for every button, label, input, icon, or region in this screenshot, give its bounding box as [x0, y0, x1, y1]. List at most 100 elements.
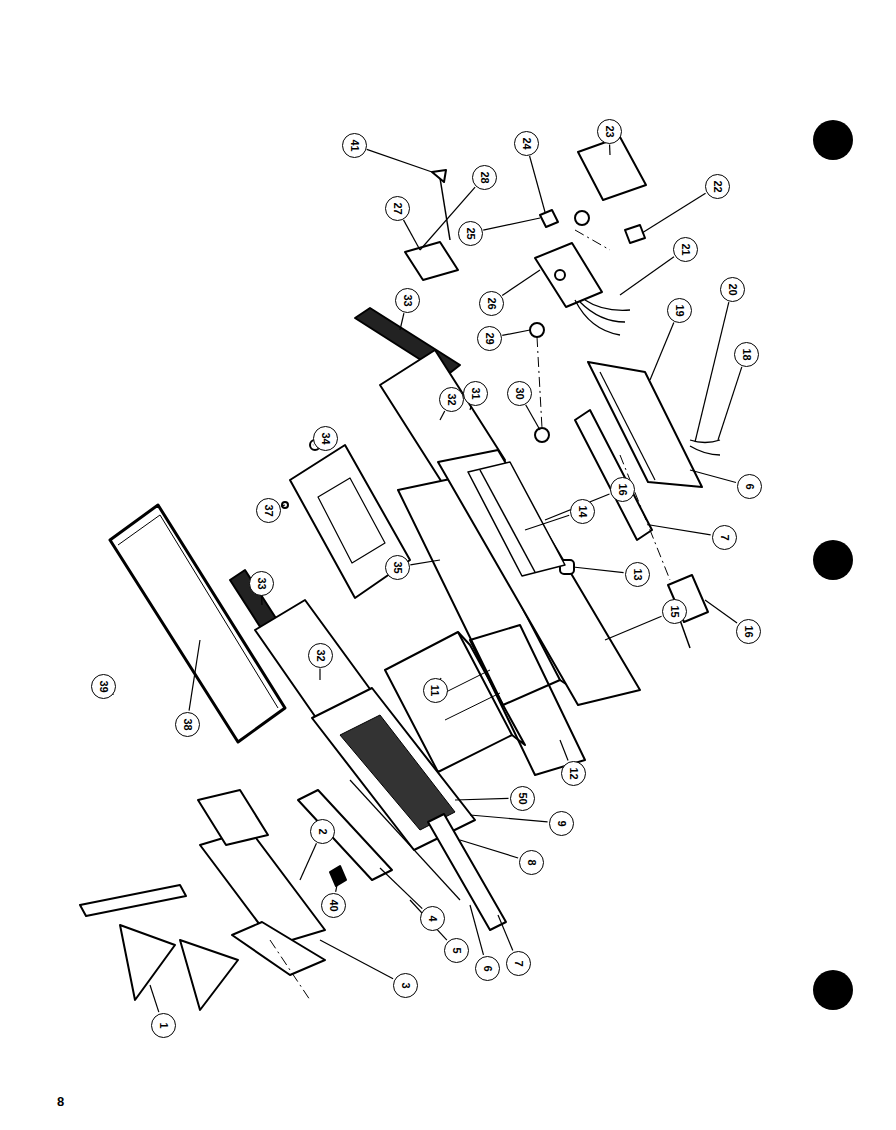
leader-line	[650, 525, 711, 535]
callout-number: 6	[744, 483, 755, 489]
callout-circle: 1	[151, 1013, 176, 1038]
callout-number: 18	[741, 348, 752, 360]
callout-number: 15	[669, 605, 680, 617]
leader-line	[189, 640, 200, 711]
callout-number: 22	[712, 180, 723, 192]
callout-number: 50	[517, 792, 528, 804]
callout-circle: 32	[439, 387, 464, 412]
callout-circle: 33	[249, 571, 274, 596]
leader-line	[455, 798, 509, 800]
callout-number: 20	[727, 283, 738, 295]
callout-number: 14	[577, 505, 588, 517]
leader-line	[336, 880, 338, 892]
page-number: 8	[57, 1094, 64, 1109]
callout-number: 12	[568, 767, 579, 779]
callout-circle: 30	[507, 381, 532, 406]
leader-line	[300, 843, 316, 880]
callout-circle: 8	[519, 850, 544, 875]
callout-circle: 14	[570, 499, 595, 524]
leader-line	[440, 411, 445, 420]
callout-number: 11	[429, 684, 440, 696]
callout-circle: 4	[420, 906, 445, 931]
callout-number: 27	[392, 202, 403, 214]
leader-line	[502, 270, 540, 295]
callout-circle: 6	[737, 474, 762, 499]
callout-circle: 13	[625, 562, 650, 587]
callout-circle: 37	[256, 498, 281, 523]
callout-circle: 35	[385, 555, 410, 580]
callout-circle: 21	[673, 237, 698, 262]
leader-line	[650, 322, 674, 380]
leader-line	[498, 915, 513, 951]
callout-number: 6	[482, 965, 493, 971]
callout-circle: 26	[479, 291, 504, 316]
callout-circle: 22	[705, 174, 730, 199]
callout-circle: 33	[395, 288, 420, 313]
leader-line	[281, 505, 285, 506]
callout-number: 21	[680, 243, 691, 255]
callout-number: 34	[320, 432, 331, 444]
leader-line	[560, 740, 568, 760]
callout-circle: 2	[310, 819, 335, 844]
leader-line	[410, 900, 447, 940]
callout-number: 4	[427, 915, 438, 921]
callout-number: 16	[617, 483, 628, 495]
leader-line	[460, 840, 518, 858]
callout-circle: 23	[597, 119, 622, 144]
callout-number: 7	[513, 960, 524, 966]
leader-line	[367, 149, 432, 172]
callout-circle: 11	[423, 678, 448, 703]
leader-line	[261, 596, 263, 605]
callout-circle: 50	[510, 786, 535, 811]
callout-number: 19	[674, 304, 685, 316]
leader-line	[320, 940, 393, 979]
callout-number: 30	[514, 387, 525, 399]
callout-number: 40	[328, 899, 339, 911]
callout-number: 33	[256, 577, 267, 589]
leader-line	[483, 218, 540, 230]
callout-circle: 34	[313, 426, 338, 451]
callout-circle: 28	[472, 165, 497, 190]
callout-circle: 16	[610, 477, 635, 502]
leader-line	[502, 330, 530, 335]
callout-number: 2	[317, 828, 328, 834]
callout-circle: 40	[321, 893, 346, 918]
leader-line	[605, 616, 662, 640]
leader-line	[642, 193, 706, 233]
leader-line	[690, 470, 736, 482]
callout-number: 32	[315, 649, 326, 661]
leader-line	[470, 406, 471, 410]
callout-number: 41	[349, 139, 360, 151]
leader-line	[410, 560, 440, 565]
callout-number: 26	[486, 297, 497, 309]
callout-circle: 24	[514, 131, 539, 156]
callout-number: 31	[470, 387, 481, 399]
callout-circle: 16	[736, 619, 761, 644]
callout-number: 9	[556, 820, 567, 826]
callout-number: 13	[632, 568, 643, 580]
callout-number: 3	[400, 982, 411, 988]
callout-number: 39	[98, 680, 109, 692]
leader-line	[705, 600, 737, 623]
callout-circle: 15	[662, 599, 687, 624]
callout-number: 8	[526, 859, 537, 865]
leader-line	[525, 515, 569, 530]
leader-line	[150, 985, 159, 1012]
callout-number: 32	[446, 393, 457, 405]
leader-line	[609, 144, 611, 155]
callout-circle: 7	[506, 951, 531, 976]
leader-line	[526, 405, 540, 430]
callout-number: 7	[719, 534, 730, 540]
leader-line	[400, 313, 404, 330]
leader-line	[470, 815, 548, 822]
callout-number: 37	[263, 504, 274, 516]
leader-line	[470, 905, 483, 955]
callout-number: 33	[402, 294, 413, 306]
leader-line	[319, 669, 320, 681]
callout-circle: 19	[667, 298, 692, 323]
leader-line	[530, 156, 545, 212]
callout-number: 28	[479, 171, 490, 183]
callout-circle: 32	[308, 643, 333, 668]
leader-line	[620, 257, 674, 295]
callout-circle: 25	[458, 221, 483, 246]
